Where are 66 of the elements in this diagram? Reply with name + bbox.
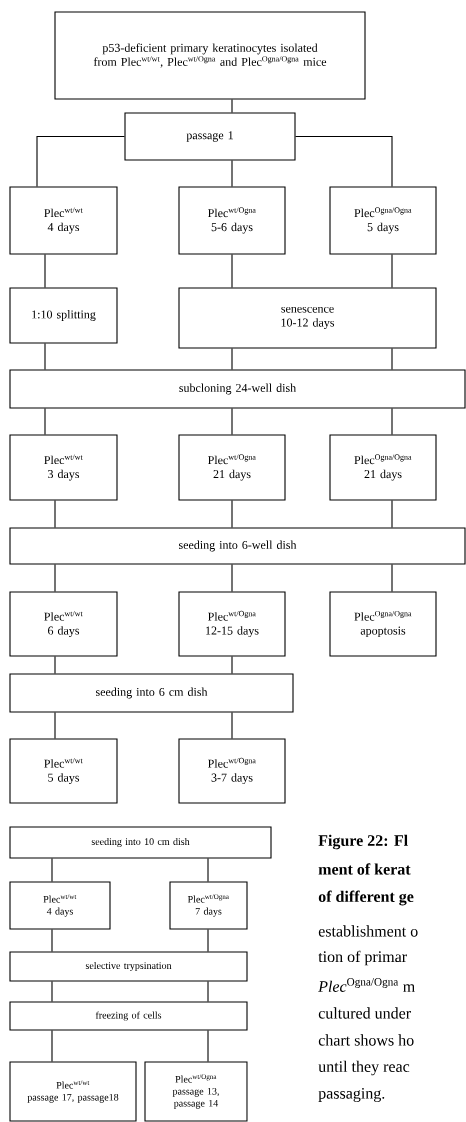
caption-line: of different ge [318,890,414,906]
connector-line [54,500,56,528]
caption-line: chart shows ho [318,1034,414,1046]
process-box: selective trypsination [9,951,248,982]
connector-line [207,929,209,952]
caption-line: establishment o [318,925,418,937]
connector-line [207,858,209,882]
connector-line [231,500,233,528]
process-box: senescence 10-12 days [178,287,437,349]
connector-line [51,858,53,882]
caption-line: passaging. [318,1088,385,1102]
genotype-box: Plec$^{wt/Ogna}$ 12-15 days [178,591,286,657]
genotype-box: Plec$^{wt/Ogna}$ 3-7 days [178,738,286,804]
genotype-box: Plec$^{wt/wt}$ 3 days [9,434,118,501]
genotype-box: Plec$^{Ogna/Ogna}$ 5 days [329,186,437,255]
connector-line [231,564,233,592]
process-box: passage 1 [124,112,296,161]
connector-line [231,99,233,113]
process-box: seeding into 6-well dish [9,527,466,565]
caption-line: Figure 22: Fl [318,834,408,850]
connector-line [391,500,393,528]
caption-line: ment of kerat [318,863,411,875]
connector-line [36,135,125,187]
genotype-box: Plec$^{wt/wt}$ 6 days [9,591,118,657]
genotype-box: Plec$^{wt/wt}$ 5 days [9,738,118,804]
caption-line: tion of primar [318,950,407,966]
process-box: seeding into 6 cm dish [9,673,294,713]
genotype-box: Plec$^{wt/Ogna}$ 7 days [169,881,248,930]
connector-line [391,254,393,288]
connector-line [207,1030,209,1062]
connector-line [231,160,233,187]
genotype-box: Plec$^{wt/Ogna}$ passage 13, passage 14 [144,1061,248,1122]
connector-line [54,656,56,674]
connector-line [231,348,233,370]
connector-line [44,408,46,435]
connector-line [295,135,393,187]
connector-line [391,348,393,370]
genotype-box: Plec$^{wt/wt}$ 4 days [9,881,111,930]
connector-line [207,981,209,1002]
genotype-box: Plec$^{Ogna/Ogna}$ 21 days [329,434,437,501]
genotype-box: Plec$^{wt/wt}$ passage 17, passage18 [9,1061,137,1122]
process-box: subcloning 24-well dish [9,369,466,409]
caption-line: Plec$^{Ogna/Ogna}$ m [318,978,415,992]
connector-line [44,254,46,288]
caption-line: until they reac [318,1060,410,1076]
genotype-box: Plec$^{wt/wt}$ 4 days [9,186,118,255]
process-box: 1:10 splitting [9,287,118,344]
genotype-box: Plec$^{Ogna/Ogna}$ apoptosis [329,591,437,657]
genotype-box: Plec$^{wt/Ogna}$ 5-6 days [178,186,286,255]
caption-line: cultured under [318,1007,411,1019]
genotype-box: Plec$^{wt/Ogna}$ 21 days [178,434,286,501]
connector-line [231,656,233,674]
connector-line [54,564,56,592]
process-box: seeding into 10 cm dish [9,826,272,859]
connector-line [51,981,53,1002]
connector-line [231,408,233,435]
connector-line [44,343,46,370]
connector-line [391,408,393,435]
connector-line [391,564,393,592]
connector-line [231,712,233,739]
connector-line [51,1030,53,1062]
connector-line [51,929,53,952]
source-box: p53-deficient primary keratinocytes isolated from Plec$^{wt/wt}$, Plec$^{wt/Ogna}$ and Plec$^{Ogna/Ogna}$ mice [54,11,366,100]
connector-line [231,254,233,288]
connector-line [54,712,56,739]
process-box: freezing of cells [9,1001,248,1031]
